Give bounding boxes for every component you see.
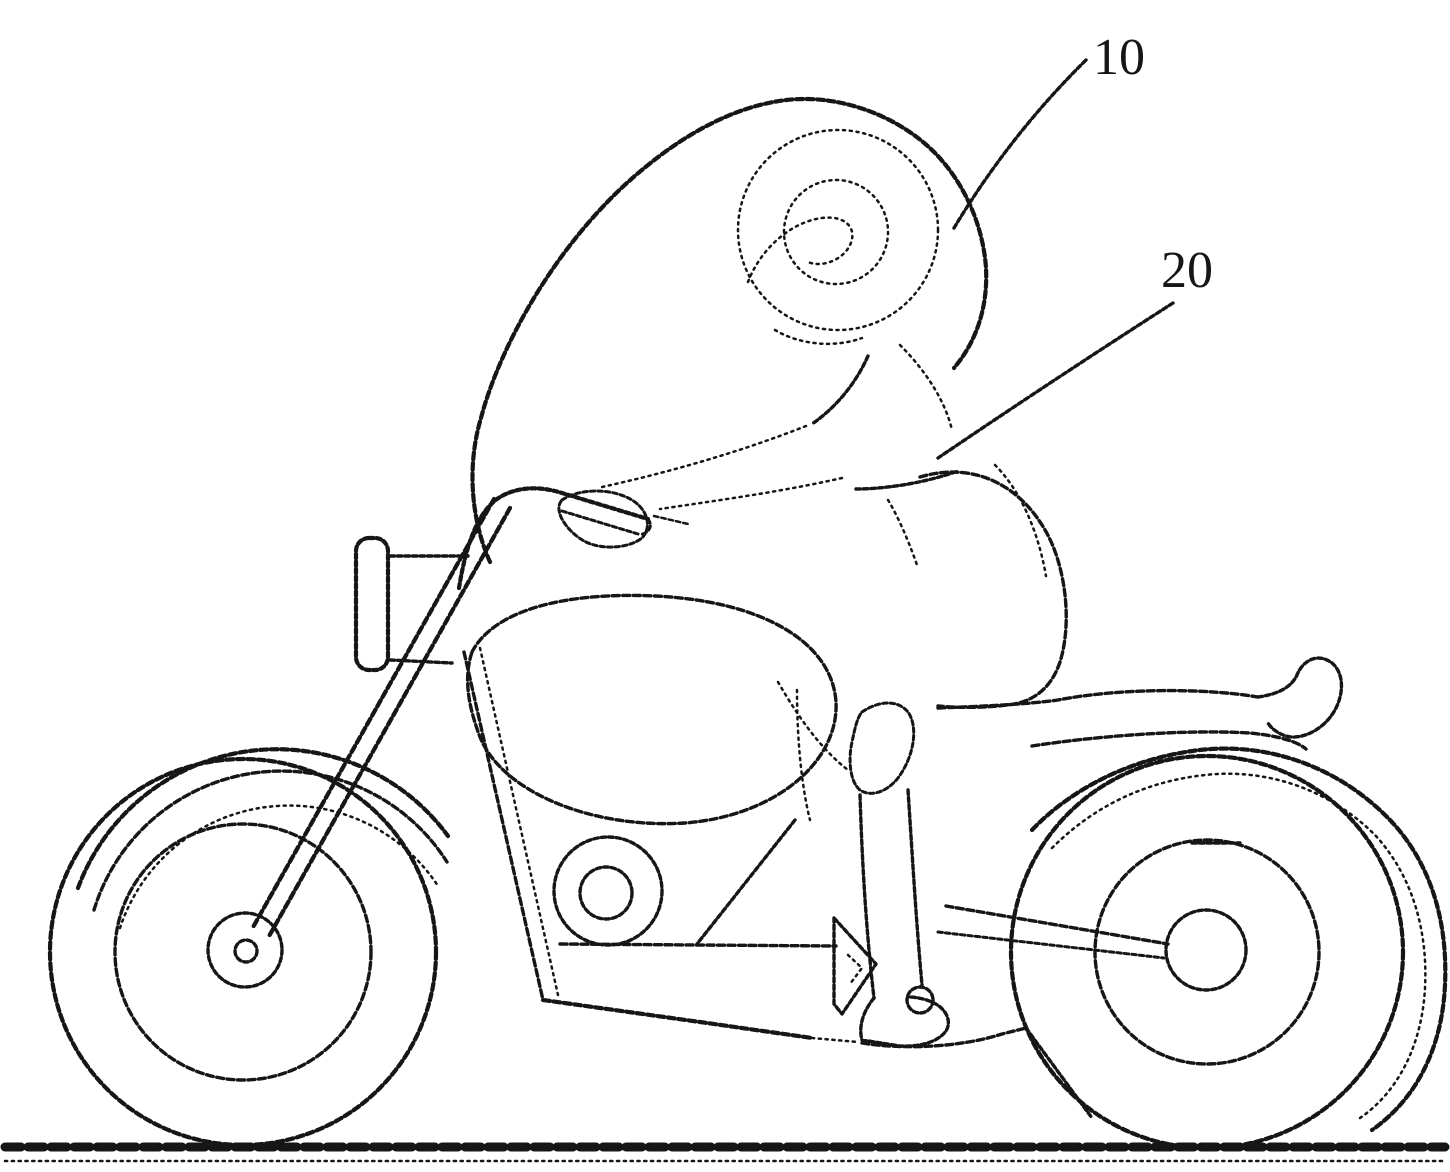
rear-rim — [1093, 838, 1321, 1066]
boot-outline — [859, 995, 951, 1048]
shin-back — [906, 788, 924, 987]
reference-label-10: 10 — [1093, 29, 1145, 86]
front-fender — [75, 747, 451, 930]
fork-tube-rear — [265, 505, 513, 941]
fuel-tank-outline — [465, 593, 838, 826]
rear-fender-outer — [1029, 746, 1448, 1133]
engine-case-inner — [578, 865, 634, 921]
rider-glove — [557, 489, 649, 549]
footpeg-bracket-inner — [846, 953, 864, 986]
back-seam-dotted — [898, 343, 954, 432]
rear-tire — [1008, 753, 1406, 1151]
frame-bottom-link — [810, 1036, 860, 1044]
rear-wheel — [1008, 753, 1406, 1151]
rear-fender — [1029, 746, 1448, 1133]
fork-tube-front — [249, 496, 497, 932]
helmet-shell — [736, 128, 940, 332]
collar-line — [810, 354, 870, 426]
handlebar-tube — [456, 486, 651, 591]
helmet-visor-ring — [782, 178, 890, 286]
front-hub — [206, 911, 284, 989]
swingarm-upper — [944, 904, 1170, 946]
engine-case-outer — [552, 835, 664, 947]
hip-thigh-outline — [918, 470, 1068, 710]
rider-torso — [600, 343, 960, 567]
reference-label-20: 20 — [1161, 242, 1213, 299]
helmet-chin-line — [773, 328, 864, 346]
rider-helmet — [736, 128, 940, 346]
front-fender-outer — [75, 747, 451, 891]
front-tire — [47, 756, 439, 1148]
swingarm-lower — [936, 930, 1166, 960]
exhaust-pipe — [860, 1026, 1028, 1049]
shin-front — [858, 793, 876, 1000]
arm-bottom-line — [658, 476, 844, 511]
jacket-seam-down — [886, 498, 919, 567]
frame — [462, 646, 860, 1044]
seat-tail — [936, 656, 1344, 751]
front-axle — [233, 938, 259, 964]
headlight-box — [353, 535, 391, 673]
shoulder-seam — [854, 469, 960, 491]
arm-top-line — [600, 424, 808, 489]
frame-seat-tube — [695, 818, 797, 946]
knee-pad — [848, 701, 916, 795]
brake-lever — [652, 514, 690, 526]
swingarm — [936, 904, 1170, 960]
exhaust — [860, 1026, 1094, 1120]
thigh-underside — [776, 680, 850, 772]
reference-20: 20 — [936, 242, 1213, 460]
front-fender-edge — [118, 804, 440, 930]
rear-fender-inner — [1050, 772, 1427, 1120]
handlebar-grip-underside — [560, 509, 640, 536]
helmet-visor-curl — [746, 216, 854, 284]
ground-line — [0, 1142, 1450, 1163]
footpeg-bolt — [905, 985, 935, 1015]
frame-downtube — [462, 650, 545, 1002]
airbag-outline — [470, 96, 989, 565]
seat-underside-line — [1030, 730, 1308, 751]
leg-front-seam — [795, 688, 812, 822]
handlebar — [456, 486, 690, 591]
grip-end-cap — [638, 517, 652, 537]
tail-curl — [1256, 656, 1344, 739]
rider-hip-thigh — [776, 463, 1068, 822]
engine — [552, 835, 664, 947]
headlight — [353, 535, 470, 673]
rider-airbag-hump — [470, 96, 989, 565]
hip-inner-seam — [993, 463, 1048, 578]
leader-line-10 — [952, 58, 1088, 230]
leader-line-20 — [936, 301, 1175, 460]
rear-hub — [1164, 908, 1248, 992]
front-fork — [249, 496, 513, 941]
frame-bottom-rail — [540, 997, 815, 1041]
footpeg — [832, 916, 935, 1016]
headlight-bracket-bottom — [388, 658, 454, 665]
footpeg-bracket — [832, 916, 878, 1016]
frame-downtube-inner — [478, 646, 560, 997]
front-fender-inner — [92, 769, 449, 912]
reference-10: 10 — [952, 29, 1145, 230]
rider-leg — [848, 701, 951, 1048]
front-wheel — [47, 756, 439, 1148]
front-rim — [113, 822, 373, 1082]
fuel-tank — [465, 593, 838, 826]
